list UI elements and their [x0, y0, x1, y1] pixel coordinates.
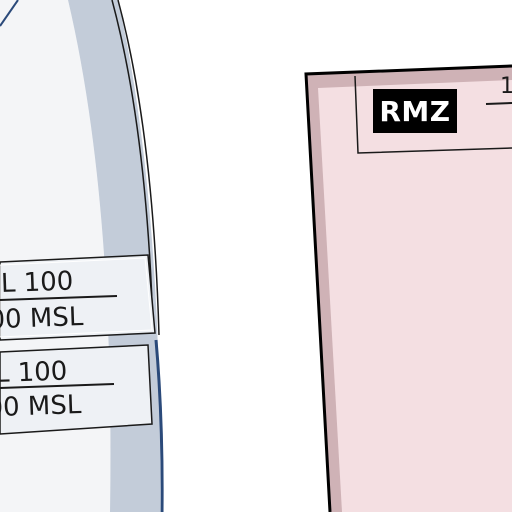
- airspace-label-divider-2: [0, 383, 115, 389]
- airspace-lower-limit-1: 500 MSL: [0, 302, 84, 336]
- airspace-label-box-2: [0, 344, 153, 435]
- boundary-line: [0, 0, 19, 27]
- controlled-airspace-edge: [154, 339, 164, 512]
- rmz-zone: [304, 64, 512, 512]
- airspace-upper-limit-2: FL 100: [0, 356, 68, 390]
- controlled-airspace-outline-inner: [111, 0, 154, 331]
- airspace-lower-limit-2: 500 MSL: [0, 390, 82, 424]
- controlled-airspace-outline-outer: [117, 0, 160, 336]
- airspace-label-divider-1: [0, 295, 118, 301]
- rmz-badge: RMZ: [373, 89, 457, 133]
- rmz-limit-partial: 1: [500, 74, 512, 99]
- airspace-upper-limit-1: FL 100: [0, 266, 74, 300]
